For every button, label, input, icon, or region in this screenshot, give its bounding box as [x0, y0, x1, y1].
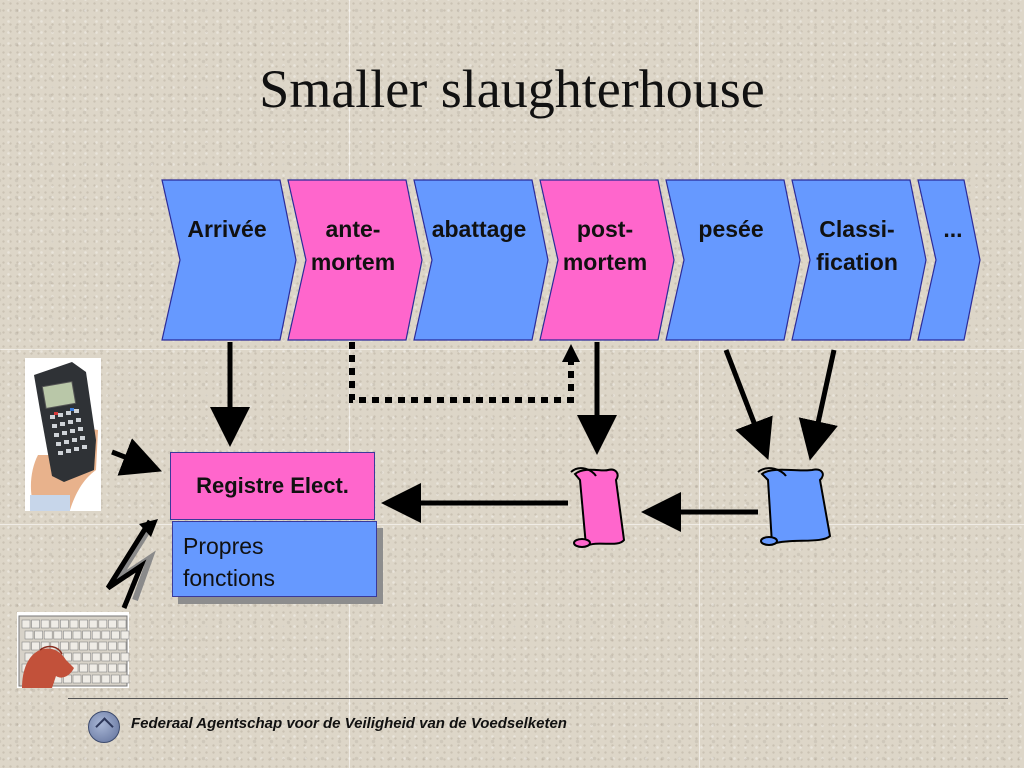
- flow-arrows: [111, 342, 838, 532]
- keyboard-key: [43, 630, 53, 640]
- step-shape: [161, 179, 297, 341]
- keyboard-key: [31, 619, 40, 629]
- keyboard-key: [91, 652, 101, 662]
- keyboard-key: [120, 630, 130, 640]
- keyboard-key: [21, 641, 31, 651]
- step-shape: [917, 179, 981, 341]
- keyboard-key: [63, 630, 72, 640]
- footer-divider: [68, 698, 1008, 699]
- keyboard-key: [60, 641, 69, 651]
- process-step-2: abattage: [413, 179, 549, 341]
- keyboard-key: [24, 630, 34, 640]
- keyboard-key: [98, 619, 108, 629]
- keyboard-key: [117, 641, 127, 651]
- keyboard-key: [108, 663, 117, 673]
- keyboard-key: [40, 619, 50, 629]
- keyboard-key: [91, 630, 101, 640]
- keyboard-key: [82, 652, 91, 662]
- step-shape: [665, 179, 801, 341]
- step-label: abattage: [432, 216, 527, 242]
- keyboard-key: [79, 619, 88, 629]
- process-step-6: ...: [917, 179, 981, 341]
- step-label: mortem: [311, 249, 395, 275]
- handheld-to-register-arrow: [111, 438, 162, 476]
- keyboard-key: [117, 619, 127, 629]
- keyboard-key: [120, 674, 130, 684]
- blue-scroll-document-icon: [757, 467, 832, 546]
- keyboard-key: [101, 674, 111, 684]
- process-step-3: post-mortem: [539, 179, 675, 341]
- functions-line-1: Propres: [183, 533, 264, 559]
- keyboard-key: [82, 674, 91, 684]
- keyboard-key: [108, 641, 117, 651]
- slide-title: Smaller slaughterhouse: [259, 59, 765, 119]
- keyboard-key: [98, 641, 108, 651]
- step-shape: [539, 179, 675, 341]
- agency-logo-icon: [88, 711, 120, 743]
- keyboard-key: [91, 674, 101, 684]
- functions-line-2: fonctions: [183, 565, 276, 591]
- keyboard-key: [108, 619, 117, 629]
- process-step-1: ante-mortem: [287, 179, 423, 341]
- keyboard-link-bolt: [105, 519, 158, 609]
- keyboard-key: [88, 663, 98, 673]
- keyboard-key: [79, 641, 88, 651]
- step-label: post-: [577, 216, 633, 242]
- register-title: Registre Elect.: [196, 473, 349, 498]
- keyboard-key: [88, 619, 98, 629]
- keyboard-key: [82, 630, 91, 640]
- keyboard-key: [60, 619, 69, 629]
- step-label: ...: [943, 216, 962, 242]
- process-steps: Arrivée ante-mortem abattage post-mortem pes…: [161, 179, 981, 341]
- keyboard-key: [111, 630, 120, 640]
- step-label: mortem: [563, 249, 647, 275]
- keyboard-key: [50, 619, 60, 629]
- step-label: Arrivée: [187, 216, 266, 242]
- own-functions-box: Propres fonctions: [172, 521, 377, 597]
- step-label: fication: [816, 249, 898, 275]
- process-step-0: Arrivée: [161, 179, 297, 341]
- process-step-4: pesée: [665, 179, 801, 341]
- keyboard-key: [69, 641, 79, 651]
- keyboard-key: [111, 652, 120, 662]
- keyboard-key: [53, 630, 63, 640]
- keyboard-key: [21, 619, 31, 629]
- step-label: ante-: [326, 216, 381, 242]
- electronic-register-box: Registre Elect.: [170, 452, 375, 520]
- keyboard-key: [72, 674, 82, 684]
- keyboard-key: [111, 674, 120, 684]
- classification-to-scroll-arrow: [798, 349, 838, 461]
- antemortem-to-postmortem-dotted-arrow: [349, 342, 580, 403]
- step-label: pesée: [698, 216, 763, 242]
- keyboard-key: [72, 630, 82, 640]
- step-label: Classi-: [819, 216, 894, 242]
- footer-agency-name: Federaal Agentschap voor de Veiligheid v…: [131, 715, 567, 732]
- keyboard-key: [101, 630, 111, 640]
- pesee-to-scroll-arrow: [723, 349, 773, 460]
- keyboard-key: [117, 663, 127, 673]
- keyboard-key: [120, 652, 130, 662]
- keyboard-key: [79, 663, 88, 673]
- keyboard-icon: [17, 612, 130, 688]
- keyboard-key: [69, 619, 79, 629]
- keyboard-key: [88, 641, 98, 651]
- step-shape: [287, 179, 423, 341]
- keyboard-key: [72, 652, 82, 662]
- step-shape: [791, 179, 927, 341]
- step-shape: [413, 179, 549, 341]
- pink-scroll-document-icon: [570, 467, 626, 548]
- handheld-terminal-icon: [25, 358, 101, 511]
- keyboard-key: [34, 630, 43, 640]
- process-step-5: Classi-fication: [791, 179, 927, 341]
- keyboard-key: [31, 641, 40, 651]
- keyboard-key: [98, 663, 108, 673]
- keyboard-key: [101, 652, 111, 662]
